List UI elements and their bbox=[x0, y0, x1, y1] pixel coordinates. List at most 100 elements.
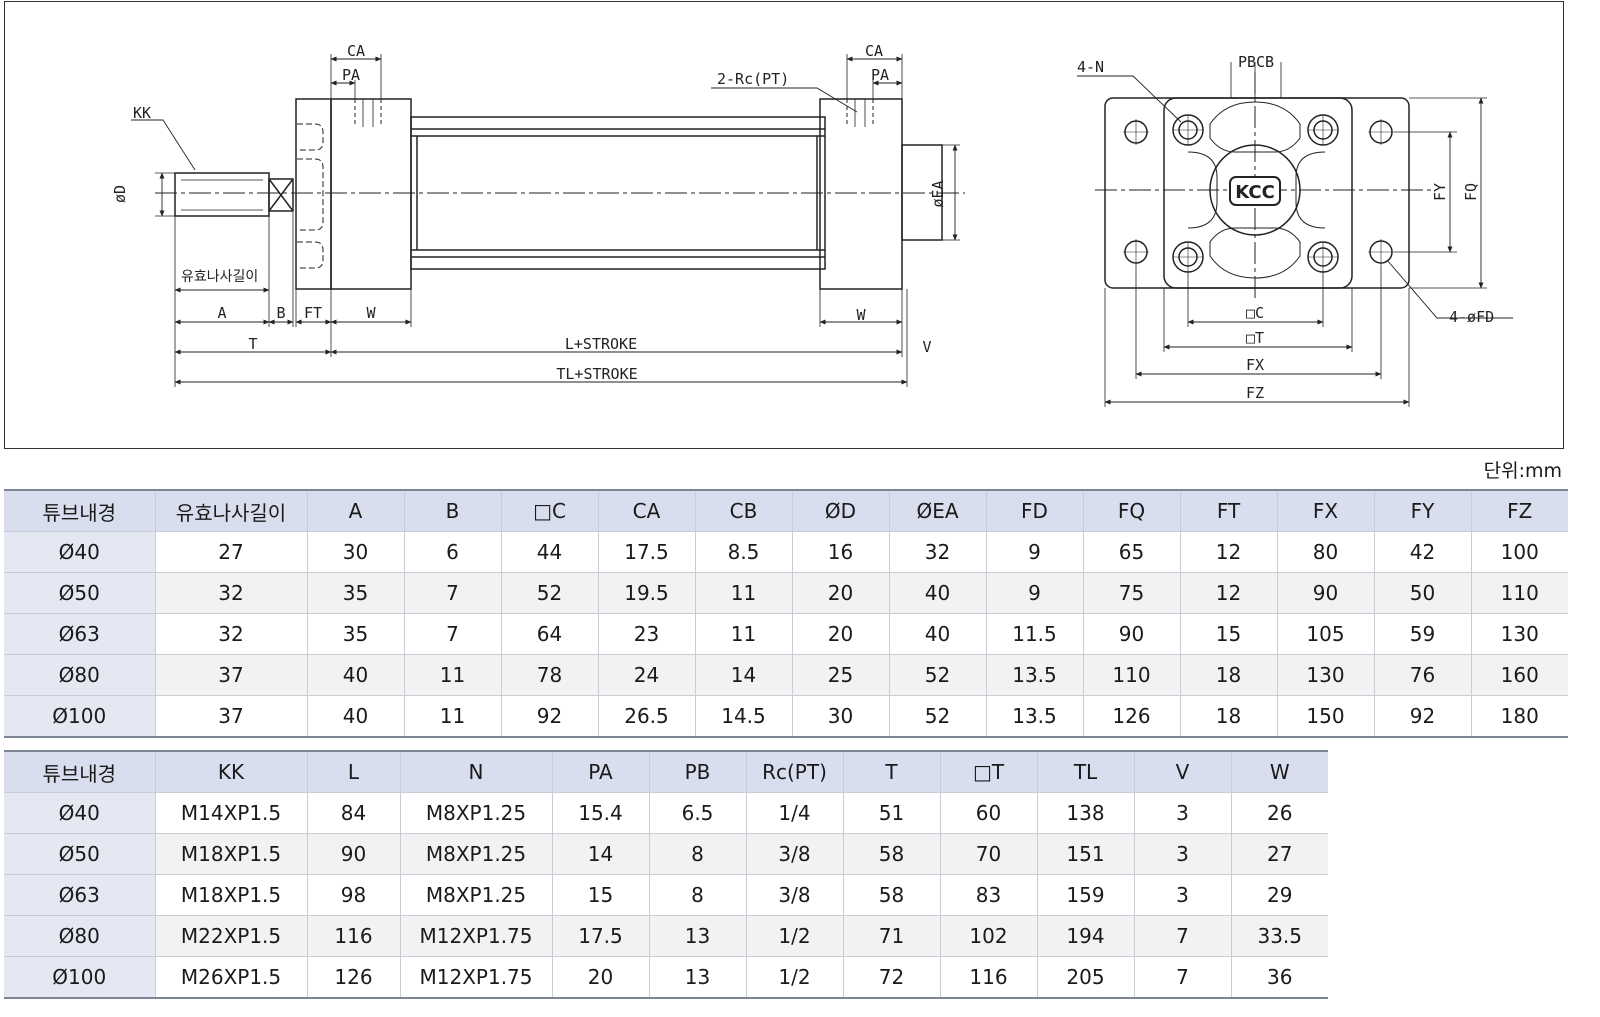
table-cell: 105 bbox=[1277, 613, 1375, 655]
table-cell: 7 bbox=[1134, 915, 1232, 957]
table-cell: 40 bbox=[307, 654, 405, 696]
table-cell: 58 bbox=[843, 874, 941, 916]
table-cell: 17.5 bbox=[598, 531, 696, 573]
column-header: 튜브내경 bbox=[4, 750, 156, 793]
table-cell: 92 bbox=[1374, 695, 1472, 738]
table-cell: 180 bbox=[1471, 695, 1568, 738]
table-cell: 30 bbox=[307, 531, 405, 573]
column-header: FZ bbox=[1471, 489, 1568, 532]
table-cell: 11 bbox=[404, 654, 502, 696]
table-cell: 80 bbox=[1277, 531, 1375, 573]
table-cell: 60 bbox=[940, 792, 1038, 834]
table-cell: 9 bbox=[986, 531, 1084, 573]
table-cell: 72 bbox=[843, 956, 941, 999]
table-cell: 14 bbox=[695, 654, 793, 696]
table-cell: 7 bbox=[1134, 956, 1232, 999]
table-cell: 12 bbox=[1180, 572, 1278, 614]
flange bbox=[295, 98, 332, 290]
table-cell: 8 bbox=[649, 833, 747, 875]
label-pa-right: PA bbox=[871, 66, 889, 84]
table-cell: M8XP1.25 bbox=[400, 792, 553, 834]
column-header: CB bbox=[695, 489, 793, 532]
label-fz: FZ bbox=[1246, 384, 1264, 402]
table-cell: M12XP1.75 bbox=[400, 915, 553, 957]
row-header-cell: Ø63 bbox=[4, 874, 156, 916]
table-cell: 8 bbox=[649, 874, 747, 916]
table-cell: 36 bbox=[1231, 956, 1328, 999]
cylinder-tube bbox=[410, 116, 826, 270]
table-cell: M8XP1.25 bbox=[400, 874, 553, 916]
table-cell: 1/4 bbox=[746, 792, 844, 834]
column-header: A bbox=[307, 489, 405, 532]
table-cell: 27 bbox=[155, 531, 308, 573]
table-cell: 27 bbox=[1231, 833, 1328, 875]
table-cell: 37 bbox=[155, 654, 308, 696]
table-cell: 12 bbox=[1180, 531, 1278, 573]
row-header-cell: Ø40 bbox=[4, 531, 156, 573]
table-cell: 102 bbox=[940, 915, 1038, 957]
column-header: 유효나사길이 bbox=[155, 489, 308, 532]
table-cell: 40 bbox=[889, 613, 987, 655]
table-cell: 126 bbox=[1083, 695, 1181, 738]
column-header: L bbox=[307, 750, 401, 793]
table-cell: 3 bbox=[1134, 874, 1232, 916]
column-header: TL bbox=[1037, 750, 1135, 793]
table-cell: 150 bbox=[1277, 695, 1375, 738]
table-cell: 33.5 bbox=[1231, 915, 1328, 957]
label-a: A bbox=[217, 304, 226, 322]
table-cell: 130 bbox=[1277, 654, 1375, 696]
table-cell: 151 bbox=[1037, 833, 1135, 875]
label-port: 2-Rc(PT) bbox=[717, 70, 789, 88]
table-cell: 50 bbox=[1374, 572, 1472, 614]
row-header-cell: Ø50 bbox=[4, 572, 156, 614]
table-cell: 7 bbox=[404, 613, 502, 655]
table-cell: 11 bbox=[695, 572, 793, 614]
label-v: V bbox=[922, 338, 931, 356]
label-fq: FQ bbox=[1462, 183, 1480, 201]
label-ft: FT bbox=[304, 304, 322, 322]
table-cell: 40 bbox=[889, 572, 987, 614]
table-cell: 14 bbox=[552, 833, 650, 875]
table-cell: 1/2 bbox=[746, 915, 844, 957]
table-cell: M18XP1.5 bbox=[155, 874, 308, 916]
table-cell: 8.5 bbox=[695, 531, 793, 573]
column-header: □C bbox=[501, 489, 599, 532]
table-cell: 32 bbox=[155, 572, 308, 614]
label-ea: øEA bbox=[929, 180, 947, 207]
table-cell: 44 bbox=[501, 531, 599, 573]
head-cover bbox=[819, 98, 903, 290]
table-cell: 35 bbox=[307, 613, 405, 655]
logo-text: KCC bbox=[1235, 182, 1275, 203]
label-ca-left: CA bbox=[347, 42, 365, 60]
table-cell: 138 bbox=[1037, 792, 1135, 834]
table-cell: 29 bbox=[1231, 874, 1328, 916]
table-cell: M22XP1.5 bbox=[155, 915, 308, 957]
table-cell: 84 bbox=[307, 792, 401, 834]
column-header: PB bbox=[649, 750, 747, 793]
column-header: FQ bbox=[1083, 489, 1181, 532]
table-cell: 20 bbox=[552, 956, 650, 999]
table-cell: 130 bbox=[1471, 613, 1568, 655]
table-cell: 75 bbox=[1083, 572, 1181, 614]
table-cell: 65 bbox=[1083, 531, 1181, 573]
table-cell: 90 bbox=[1083, 613, 1181, 655]
column-header: V bbox=[1134, 750, 1232, 793]
table-cell: 52 bbox=[501, 572, 599, 614]
table-cell: 78 bbox=[501, 654, 599, 696]
label-w-right: W bbox=[856, 306, 866, 324]
row-header-cell: Ø50 bbox=[4, 833, 156, 875]
table-cell: 3/8 bbox=[746, 833, 844, 875]
table-cell: 20 bbox=[792, 572, 890, 614]
table-cell: 110 bbox=[1471, 572, 1568, 614]
table-cell: 116 bbox=[940, 956, 1038, 999]
column-header: PA bbox=[552, 750, 650, 793]
kcc-logo: KCC bbox=[1229, 176, 1281, 206]
table-cell: 6 bbox=[404, 531, 502, 573]
table-cell: 13 bbox=[649, 915, 747, 957]
column-header: T bbox=[843, 750, 941, 793]
label-ca-right: CA bbox=[865, 42, 883, 60]
